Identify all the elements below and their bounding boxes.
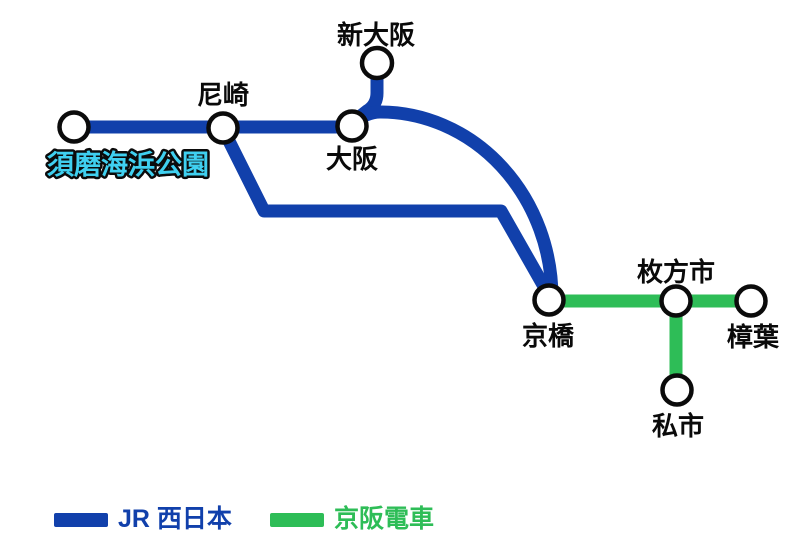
keihan-lines [543,294,758,397]
station-label-amagasaki: 尼崎 [197,80,249,110]
station-label-kuzuha: 樟葉 [727,322,780,352]
station-dot-kuzuha [734,284,768,318]
jr-line-amagasaki-to-kyobashi [217,124,557,304]
station-dot-suma-kaihin-koen [57,110,91,144]
station-dot-kyobashi [532,283,566,317]
station-label-hirakatashi: 枚方市 [637,257,715,287]
station-dot-osaka [335,109,369,143]
legend-swatch-jr [54,513,108,527]
station-label-kisaichi: 私市 [652,411,704,441]
station-labels: 須磨海浜公園 尼崎 大阪 新大阪 京橋 枚方市 樟葉 私市 [45,20,780,441]
station-label-suma-kaihin-koen: 須磨海浜公園 [47,150,209,180]
station-markers [57,45,768,407]
station-dot-hirakatashi [659,284,693,318]
station-dot-shin-osaka [359,45,395,81]
jr-line-osaka-to-kyobashi-arc [346,105,559,305]
legend-label-jr: JR 西日本 [118,505,232,533]
legend-label-keihan: 京阪電車 [334,504,434,533]
jr-west-lines [67,67,559,305]
legend: JR 西日本 京阪電車 [54,504,434,533]
station-label-osaka: 大阪 [326,144,378,174]
legend-swatch-keihan [270,513,324,527]
station-label-shin-osaka: 新大阪 [337,20,415,50]
station-dot-amagasaki [206,111,240,145]
station-dot-kisaichi [660,373,694,407]
station-label-kyobashi: 京橋 [522,321,575,351]
